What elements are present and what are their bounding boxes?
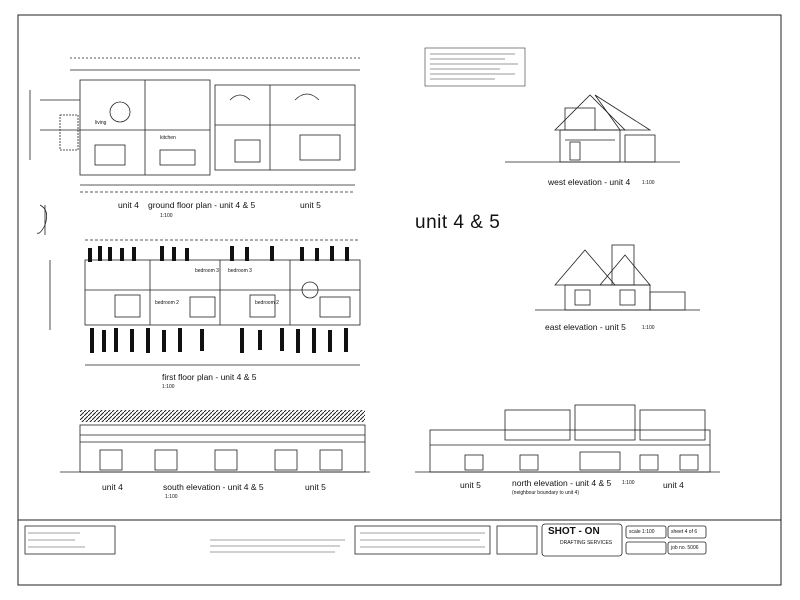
- east-elevation: [535, 244, 700, 311]
- room-label-2: kitchen: [160, 135, 176, 141]
- ground-floor-title: ground floor plan - unit 4 & 5: [148, 200, 256, 210]
- room-label-3: bedroom 2: [155, 300, 179, 306]
- first-floor-scale: 1:100: [162, 384, 175, 390]
- main-title: unit 4 & 5: [415, 212, 501, 233]
- north-elevation-title: north elevation - unit 4 & 5: [512, 478, 612, 488]
- north-elevation-note: (neighbour boundary to unit 4): [512, 490, 579, 496]
- first-floor-plan: [49, 239, 361, 366]
- room-label-6: bedroom 3: [228, 268, 252, 274]
- north-elevation: [415, 404, 720, 473]
- scale-label: scale 1:100: [629, 529, 655, 535]
- first-floor-title: first floor plan - unit 4 & 5: [162, 372, 257, 382]
- north-elevation-unit-right-label: unit 4: [663, 480, 684, 490]
- south-elevation-scale: 1:100: [165, 494, 178, 500]
- north-arrow-icon: [36, 204, 48, 235]
- west-elevation-scale: 1:100: [642, 180, 655, 186]
- west-elevation: [505, 94, 680, 163]
- south-elevation-title: south elevation - unit 4 & 5: [163, 482, 264, 492]
- south-elevation-unit-left-label: unit 4: [102, 482, 123, 492]
- east-elevation-title: east elevation - unit 5: [545, 322, 626, 332]
- south-elevation-roof-hatching: [80, 410, 365, 422]
- room-label-1: living: [95, 120, 107, 126]
- title-block: [24, 523, 707, 557]
- title-block-text-lines: [28, 532, 485, 553]
- south-elevation: [60, 424, 370, 473]
- ground-floor-scale: 1:100: [160, 213, 173, 219]
- job-number: job no. 5006: [671, 545, 699, 551]
- west-elevation-title: west elevation - unit 4: [548, 177, 631, 187]
- east-elevation-scale: 1:100: [642, 325, 655, 331]
- sheet-number: sheet 4 of 6: [671, 529, 698, 535]
- south-elevation-unit-right-label: unit 5: [305, 482, 326, 492]
- north-elevation-unit-left-label: unit 5: [460, 480, 481, 490]
- general-notes: [424, 47, 526, 87]
- ground-floor-unit-left-label: unit 4: [118, 200, 139, 210]
- room-label-4: bedroom 3: [195, 268, 219, 274]
- ground-floor-unit-right-label: unit 5: [300, 200, 321, 210]
- company-subtitle: DRAFTING SERVICES: [560, 540, 613, 546]
- first-floor-hatching: [88, 246, 349, 353]
- company-name: SHOT - ON: [548, 526, 600, 537]
- north-elevation-scale: 1:100: [622, 480, 635, 486]
- ground-floor-plan: [29, 57, 360, 193]
- room-label-5: bedroom 2: [255, 300, 279, 306]
